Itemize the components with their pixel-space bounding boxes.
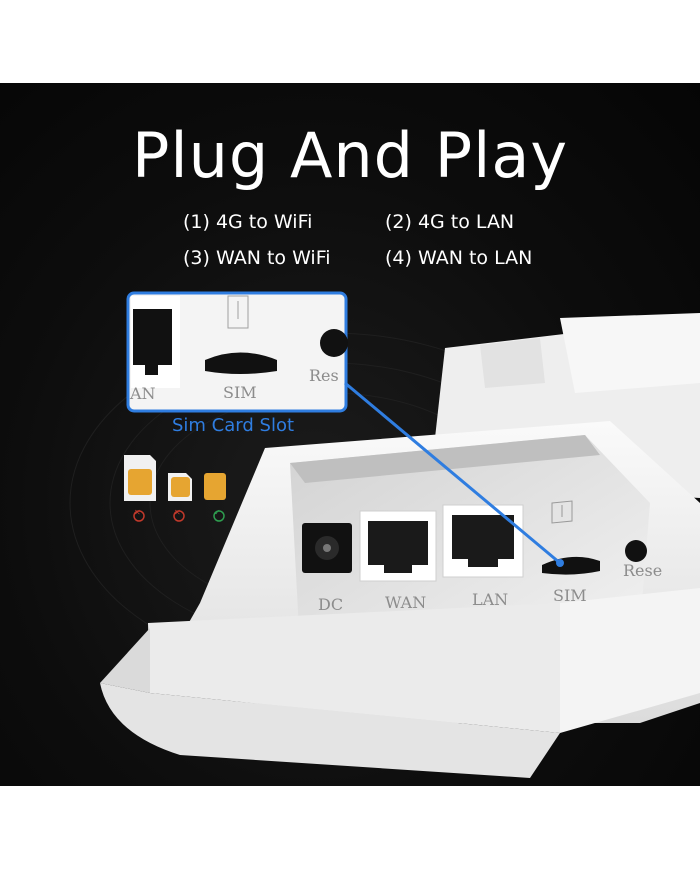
sim-status-invalid-icon: ✕ — [174, 508, 181, 517]
callout-pointer-dot — [556, 559, 564, 567]
dc-port-label: DC — [318, 595, 344, 614]
headline: Plug And Play — [131, 119, 569, 192]
reset-port-label: Rese — [623, 561, 663, 580]
sim-slot-callout — [126, 291, 348, 413]
reset-button — [625, 540, 647, 562]
inset-reset-label: Res — [309, 366, 339, 385]
dc-jack — [302, 523, 352, 573]
product-banner: Plug And Play (1) 4G to WiFi (2) 4G to L… — [0, 83, 700, 786]
wan-port-label: WAN — [385, 593, 427, 612]
inset-lan-label: AN — [130, 384, 156, 403]
sim-card-nano — [204, 473, 226, 522]
sim-status-valid-icon: ✓ — [214, 508, 221, 517]
inset-sim-label: SIM — [223, 383, 257, 402]
lan-port — [442, 504, 524, 578]
sim-card-micro — [168, 473, 192, 522]
sim-card-slot-label: Sim Card Slot — [172, 415, 295, 436]
router-lid — [100, 588, 700, 778]
sim-port-label: SIM — [553, 586, 587, 605]
mode-wan-to-lan: (4) WAN to LAN — [385, 247, 533, 269]
mode-4g-to-lan: (2) 4G to LAN — [385, 211, 515, 233]
sim-status-invalid-icon: ✕ — [134, 508, 141, 517]
mode-4g-to-wifi: (1) 4G to WiFi — [183, 211, 313, 233]
lan-port-label: LAN — [472, 590, 509, 609]
mode-wan-to-wifi: (3) WAN to WiFi — [183, 247, 331, 269]
wan-port — [359, 510, 437, 582]
sim-card-standard — [124, 455, 156, 522]
callout-pointer — [344, 381, 561, 565]
router-illustration — [69, 291, 700, 778]
